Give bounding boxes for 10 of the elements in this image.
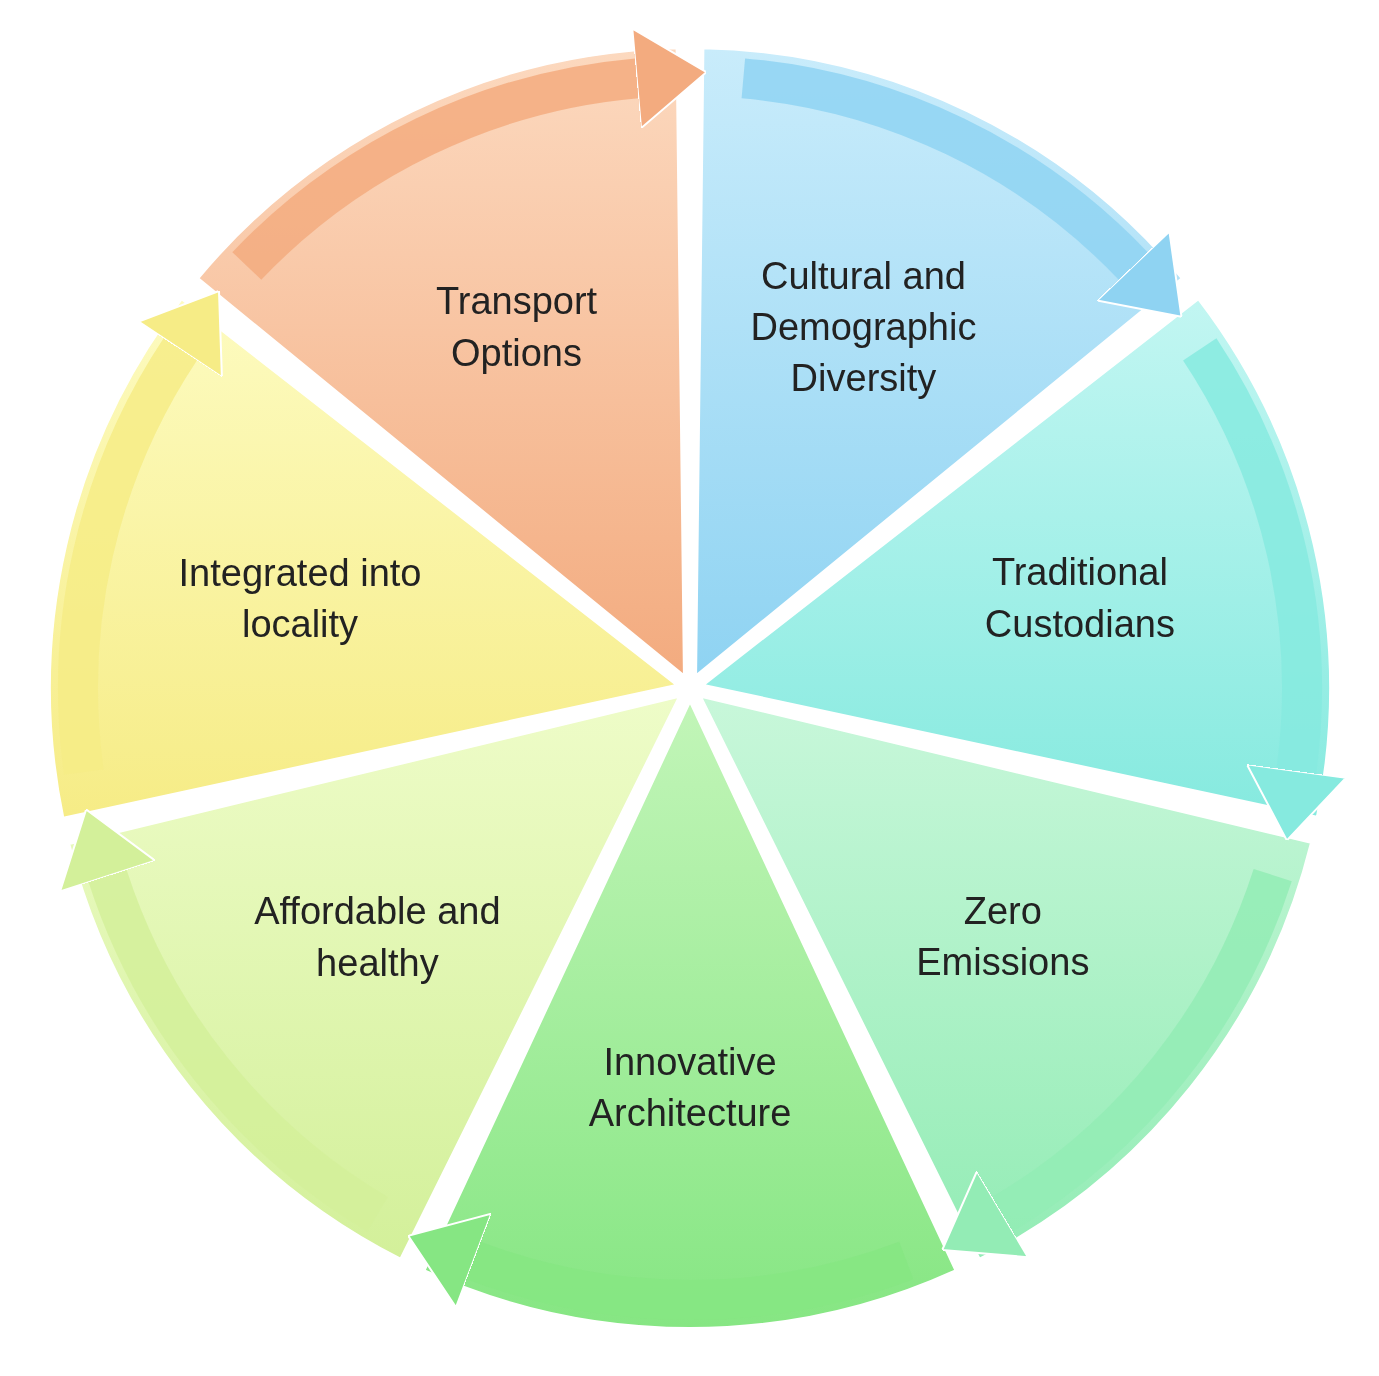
cycle-arrow: [233, 27, 707, 281]
cycle-arrow: [943, 867, 1292, 1257]
segment-label: Cultural and Demographic Diversity: [749, 253, 978, 402]
segment-label: Transport Options: [434, 279, 599, 376]
segment-label: Integrated into locality: [177, 550, 423, 648]
cycle-arrow: [1182, 339, 1348, 842]
segment-label: Innovative Architecture: [587, 1039, 793, 1136]
segment-label: Traditional Custodians: [983, 550, 1176, 647]
segment-label: Affordable and healthy: [253, 889, 502, 986]
segment-label: Zero Emissions: [915, 888, 1091, 986]
